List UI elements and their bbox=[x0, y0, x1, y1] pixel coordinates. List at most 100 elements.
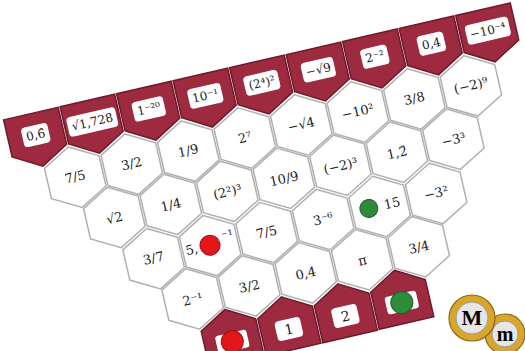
number-text: 0,6̑ bbox=[25, 127, 46, 143]
tab-shape bbox=[367, 264, 434, 329]
red-marker bbox=[219, 328, 245, 351]
tab-label bbox=[66, 107, 119, 138]
tab-body bbox=[117, 81, 184, 146]
number-text: 1/4 bbox=[159, 196, 182, 213]
text-area: −10⁻⁴ bbox=[456, 3, 520, 58]
number-hex: 7/5 bbox=[232, 196, 301, 269]
number-text: −3³ bbox=[440, 130, 467, 148]
tab-body bbox=[311, 277, 378, 342]
hex-outline bbox=[323, 75, 392, 148]
number-text: 10⁻¹ bbox=[191, 87, 219, 105]
bottom-tab bbox=[367, 264, 434, 329]
number-hex: 5,⁻¹ bbox=[176, 209, 245, 282]
tab-label bbox=[20, 122, 51, 148]
number-hex: 15 bbox=[345, 170, 414, 243]
text-area: 3⁻⁶ bbox=[289, 183, 358, 256]
board-tab: −10⁻⁴ bbox=[456, 3, 523, 68]
number-text: (2⁴)² bbox=[248, 74, 277, 92]
tab-body bbox=[343, 29, 410, 94]
number-text: 1/9 bbox=[177, 142, 200, 159]
text-area: 1 bbox=[257, 302, 321, 351]
hex-outline bbox=[176, 209, 245, 282]
coin-rim bbox=[449, 295, 495, 341]
tab-label bbox=[359, 44, 390, 70]
text-area: 1,2̑ bbox=[363, 116, 432, 189]
number-hex: 2⁻¹ bbox=[158, 262, 227, 335]
hex-outline bbox=[306, 129, 375, 202]
number-text: 2⁷ bbox=[237, 130, 253, 146]
tab-label bbox=[464, 16, 511, 45]
number-text: 0,4 bbox=[294, 264, 317, 281]
hex-outline bbox=[210, 101, 279, 174]
tab-label bbox=[131, 96, 167, 123]
number-text: −10⁻⁴ bbox=[469, 21, 507, 41]
number-text: 0,4 bbox=[421, 36, 442, 52]
number-hex: (−2)³ bbox=[306, 129, 375, 202]
tab-label bbox=[274, 316, 304, 341]
tab-label bbox=[384, 290, 419, 315]
number-text: 3/7 bbox=[142, 250, 165, 267]
number-hex: 1/4 bbox=[137, 168, 206, 241]
hex-outline bbox=[289, 183, 358, 256]
tab-body bbox=[60, 94, 127, 159]
hex-outline bbox=[193, 155, 262, 228]
text-area: √2 bbox=[80, 181, 149, 254]
text-area: 5,⁻¹ bbox=[176, 209, 245, 282]
hex-shape bbox=[345, 170, 414, 243]
text-area: (2²)³ bbox=[193, 155, 262, 228]
tab-label bbox=[300, 56, 337, 83]
hex-outline bbox=[402, 156, 471, 229]
board-tab: √1,728 bbox=[60, 94, 127, 159]
hex-outline bbox=[80, 181, 149, 254]
number-hex: 3⁻⁶ bbox=[289, 183, 358, 256]
number-text: 7/5 bbox=[255, 223, 278, 240]
number-hex: −3³ bbox=[419, 103, 488, 176]
tab-body bbox=[230, 55, 297, 120]
number-text: 1⁻²⁰ bbox=[136, 100, 162, 117]
number-text: √1,728 bbox=[70, 111, 114, 132]
tab-body bbox=[4, 107, 71, 172]
tab-label bbox=[243, 69, 282, 96]
green-marker bbox=[389, 289, 415, 315]
board-tab: −√9 bbox=[286, 42, 353, 107]
tab-body bbox=[254, 290, 321, 351]
bottom-tab: 2 bbox=[311, 277, 378, 342]
number-hex: (2²)³ bbox=[193, 155, 262, 228]
text-area: 1/4 bbox=[137, 168, 206, 241]
coin-letter: m bbox=[497, 324, 514, 344]
board-tab: 2⁻² bbox=[343, 29, 410, 94]
tab-label bbox=[416, 31, 447, 57]
tab-body bbox=[286, 42, 353, 107]
number-hex: 3/7 bbox=[119, 222, 188, 295]
number-text: −3² bbox=[423, 184, 450, 202]
hex-outline bbox=[419, 103, 488, 176]
text-area: −3² bbox=[402, 156, 471, 229]
number-text: π bbox=[357, 252, 368, 267]
text-area: 3/7 bbox=[119, 222, 188, 295]
board-tab: (2⁴)² bbox=[230, 55, 297, 120]
tab-body bbox=[399, 16, 466, 81]
coin-rim bbox=[485, 314, 525, 351]
coin-center bbox=[492, 321, 518, 347]
hex-outline bbox=[250, 142, 319, 215]
text-area: M bbox=[448, 294, 496, 342]
board-tab: 0,6̑ bbox=[4, 107, 71, 172]
number-text: 15 bbox=[382, 195, 401, 211]
hex-outline bbox=[232, 196, 301, 269]
number-text: −√9 bbox=[305, 61, 332, 78]
text-area: 15 bbox=[345, 170, 414, 243]
number-text: (2²)³ bbox=[212, 182, 243, 201]
coin-letter: M bbox=[462, 307, 483, 329]
hex-outline bbox=[158, 262, 227, 335]
board-tab: 10⁻¹ bbox=[173, 68, 240, 133]
number-text: −√4 bbox=[286, 115, 316, 134]
hex-outline bbox=[119, 222, 188, 295]
number-text: 2⁻¹ bbox=[181, 290, 204, 307]
hex-outline bbox=[137, 168, 206, 241]
bottom-tab bbox=[198, 303, 265, 351]
number-text: (−2)⁹ bbox=[452, 75, 489, 95]
tab-label bbox=[187, 82, 225, 109]
text-area: 7/5 bbox=[232, 196, 301, 269]
text-area: (−2)³ bbox=[306, 129, 375, 202]
number-text: 3⁻⁶ bbox=[312, 210, 335, 227]
